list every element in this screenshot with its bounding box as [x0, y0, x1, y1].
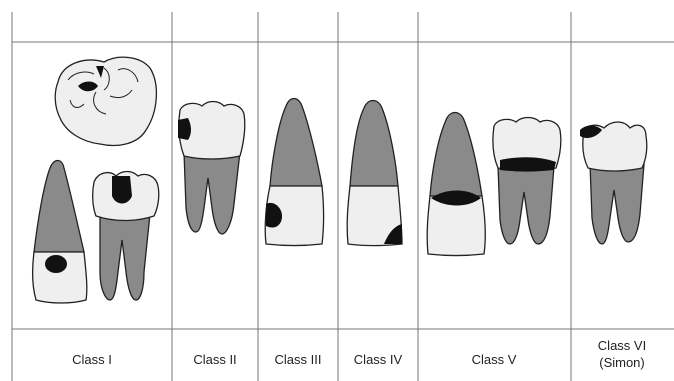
class-v-label: Class V — [472, 352, 517, 367]
class-v-molar — [493, 118, 561, 245]
class-iv-incisor — [347, 101, 402, 246]
class-iv-label: Class IV — [354, 352, 403, 367]
class-ii-label: Class II — [193, 352, 236, 367]
class-i-molar-buccal-view — [93, 172, 159, 301]
class-i-incisor — [33, 161, 87, 304]
class-iii-incisor — [265, 99, 323, 246]
class-i-label: Class I — [72, 352, 112, 367]
class-vi-label: Class VI — [598, 338, 646, 353]
class-ii-molar — [178, 102, 245, 235]
class-labels: Class I Class II Class III Class IV Clas… — [72, 338, 646, 370]
class-vi-molar — [580, 122, 647, 244]
class-i-molar-occlusal-view — [55, 57, 156, 145]
class-vi-sublabel: (Simon) — [599, 355, 645, 370]
class-v-incisor — [427, 113, 485, 256]
class-iii-label: Class III — [275, 352, 322, 367]
